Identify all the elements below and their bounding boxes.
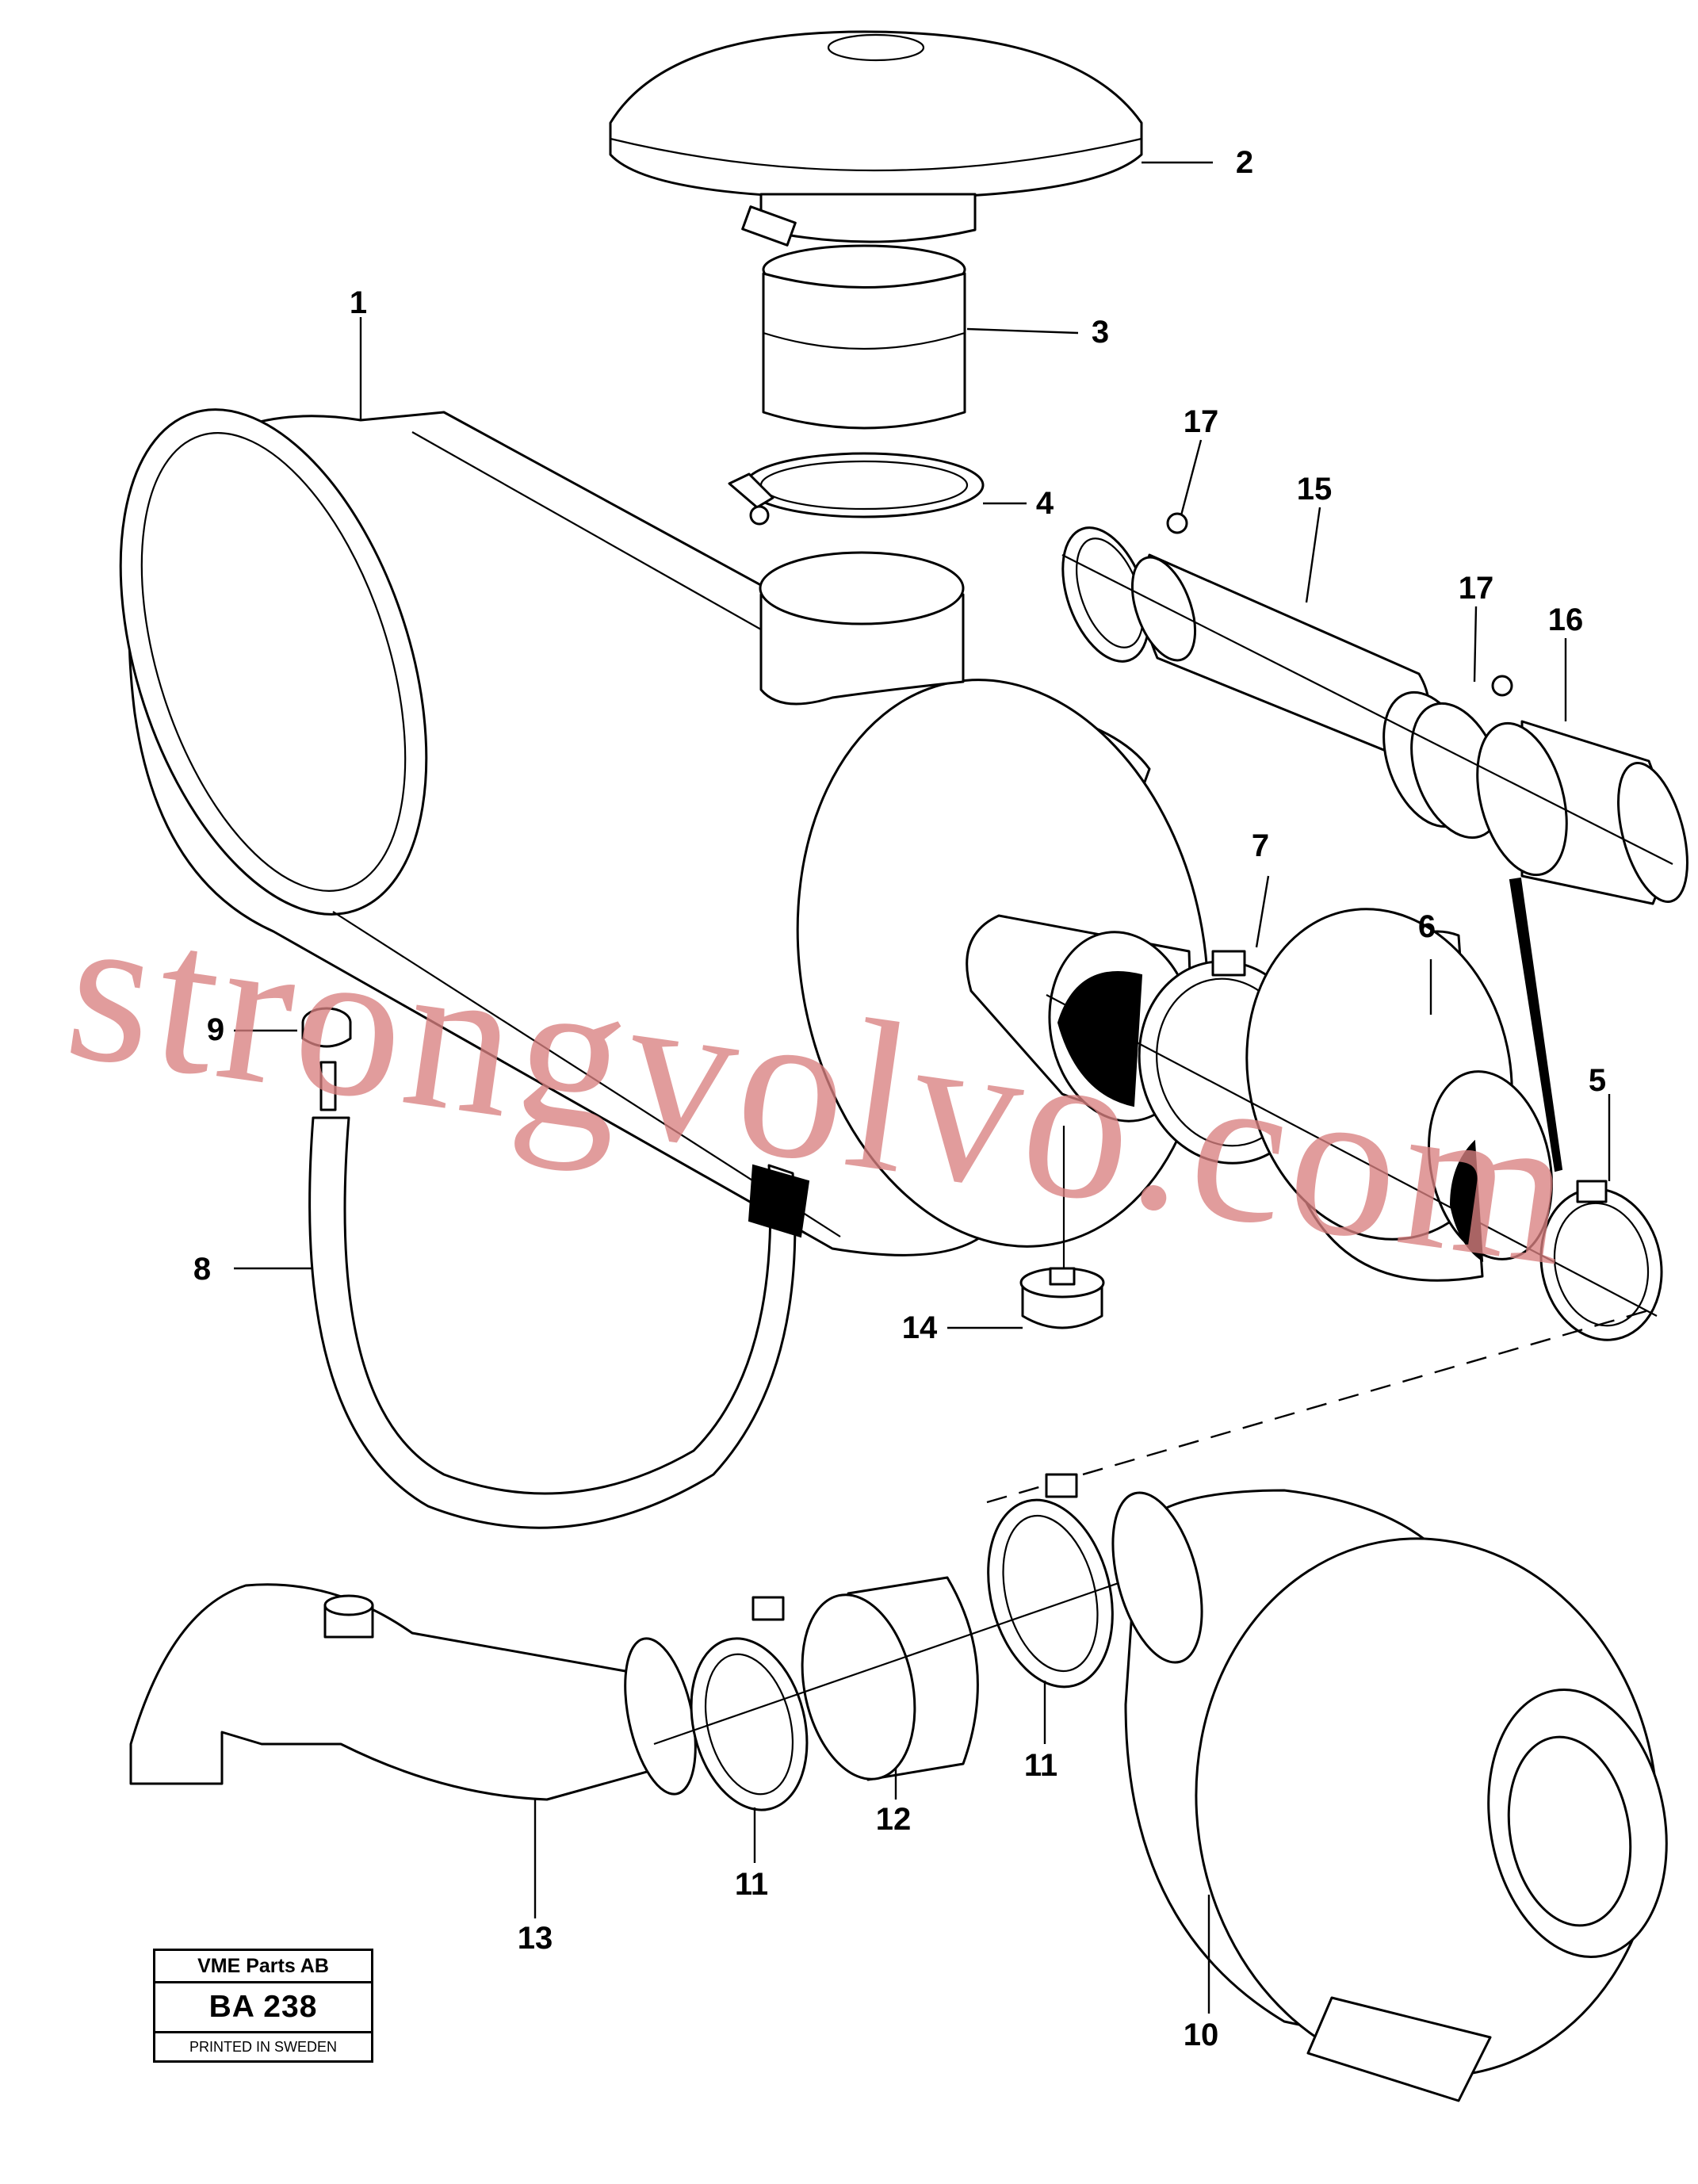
callout-3: 3 xyxy=(1092,315,1109,350)
air-cleaner-housing xyxy=(119,408,1210,1256)
hose-clamp-4 xyxy=(728,452,985,526)
lower-hose-and-clamps xyxy=(653,1473,1158,1811)
stamp-drawing-code: BA 238 xyxy=(155,1983,371,2033)
callout-4: 4 xyxy=(1036,486,1054,521)
callout-15: 15 xyxy=(1297,472,1333,507)
callout-11-right: 11 xyxy=(1024,1748,1057,1783)
callout-9: 9 xyxy=(207,1012,224,1047)
title-stamp: VME Parts AB BA 238 PRINTED IN SWEDEN xyxy=(153,1949,373,2063)
callout-17-right: 17 xyxy=(1459,571,1494,606)
callout-13: 13 xyxy=(518,1921,553,1956)
mounting-strap xyxy=(301,1007,810,1529)
stamp-printed-note: PRINTED IN SWEDEN xyxy=(189,2039,337,2055)
callout-5: 5 xyxy=(1589,1063,1606,1098)
callout-11-left: 11 xyxy=(735,1867,768,1902)
callout-6: 6 xyxy=(1418,909,1436,944)
callout-10: 10 xyxy=(1184,2018,1219,2052)
callout-12: 12 xyxy=(876,1802,912,1837)
stamp-company: VME Parts AB xyxy=(155,1951,371,1983)
callout-14: 14 xyxy=(902,1310,938,1345)
callout-8: 8 xyxy=(193,1252,211,1287)
intake-pipe xyxy=(129,1583,697,1801)
callout-labels: 1 2 3 4 5 6 7 8 9 10 11 11 12 13 14 15 1… xyxy=(193,145,1606,2052)
leader-lines xyxy=(234,161,1611,2014)
callout-1: 1 xyxy=(350,285,367,320)
callout-17-left: 17 xyxy=(1184,404,1219,439)
turbocharger xyxy=(1111,1489,1668,2102)
fitting xyxy=(1019,1126,1105,1329)
rain-cap xyxy=(609,30,1143,247)
callout-16: 16 xyxy=(1548,602,1584,637)
outlet-clamps-and-elbow xyxy=(1046,877,1663,1341)
callout-2: 2 xyxy=(1236,145,1253,180)
callout-7: 7 xyxy=(1252,828,1269,863)
adaptor-sleeve xyxy=(762,244,966,430)
hose-assembly-upper xyxy=(1061,512,1688,905)
